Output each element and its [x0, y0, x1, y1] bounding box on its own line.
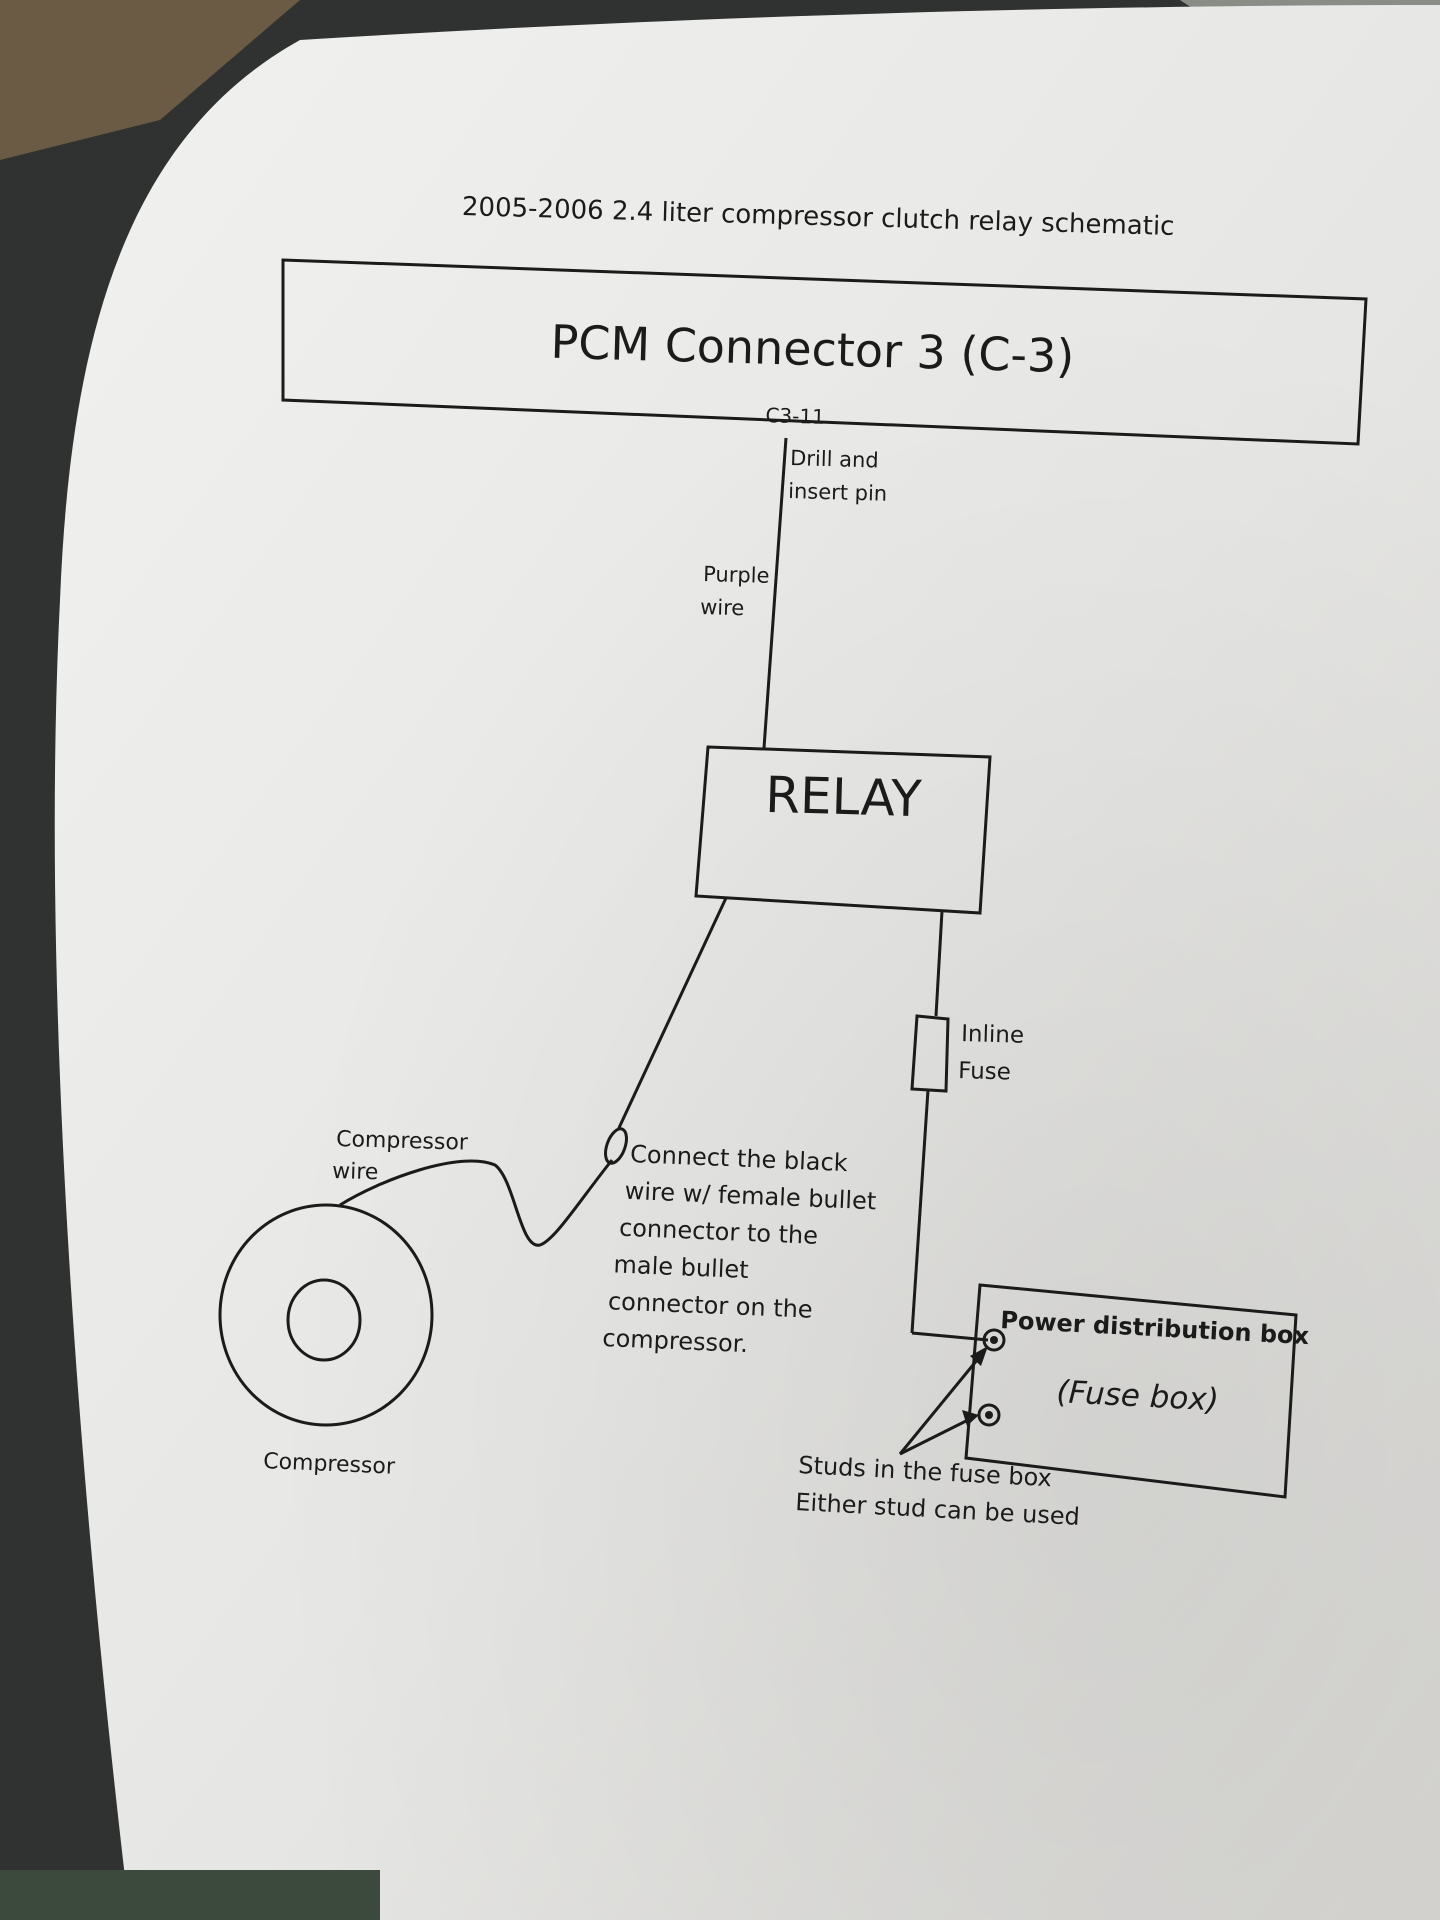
stud-pointer-line-1	[898, 1353, 984, 1455]
power-distribution-box	[964, 1283, 1298, 1499]
stud-pointer-arrow-1	[970, 1346, 988, 1366]
fuse-label-line-1: Inline	[961, 1021, 1025, 1049]
fuse-label-line-2: Fuse	[958, 1058, 1011, 1085]
relay-label: RELAY	[765, 766, 923, 828]
connect-note-line-6: compressor.	[602, 1324, 749, 1358]
pcm-pin-label: C3-11	[765, 403, 825, 429]
relay-box	[694, 745, 992, 915]
inline-fuse	[910, 1014, 950, 1093]
compressor-label: Compressor	[263, 1449, 397, 1480]
connect-note-line-4: male bullet	[613, 1250, 749, 1284]
purple-wire	[762, 437, 788, 749]
fuse-to-box-wire	[910, 1089, 930, 1334]
purple-wire-label-line-2: wire	[700, 595, 745, 620]
stud-2-center	[985, 1411, 993, 1419]
compressor-wire-label-line-1: Compressor	[336, 1127, 469, 1156]
power-box-subtitle: (Fuse box)	[1056, 1374, 1220, 1418]
cardboard-corner	[0, 0, 300, 160]
compressor-clutch-hub	[286, 1278, 362, 1362]
drill-note-line-2: insert pin	[788, 479, 888, 506]
pcm-connector-box	[281, 258, 1368, 446]
stud-1	[982, 1328, 1006, 1352]
drill-note-line-1: Drill and	[790, 446, 879, 472]
compressor-wire	[339, 1159, 614, 1247]
paper-shadow	[54, 5, 1440, 1920]
compressor-outer-ring	[218, 1203, 434, 1427]
relay-to-connector-wire	[616, 897, 728, 1131]
purple-wire-label-line-1: Purple	[703, 562, 770, 588]
stud-pointer-line-2	[899, 1416, 973, 1456]
fuse-feed-wire	[934, 910, 944, 1017]
compressor-wire-label-line-2: wire	[332, 1159, 379, 1185]
bottom-clutter	[0, 1870, 380, 1920]
stud-1-center	[990, 1336, 998, 1344]
stud-pointer-arrow-2	[962, 1410, 979, 1426]
